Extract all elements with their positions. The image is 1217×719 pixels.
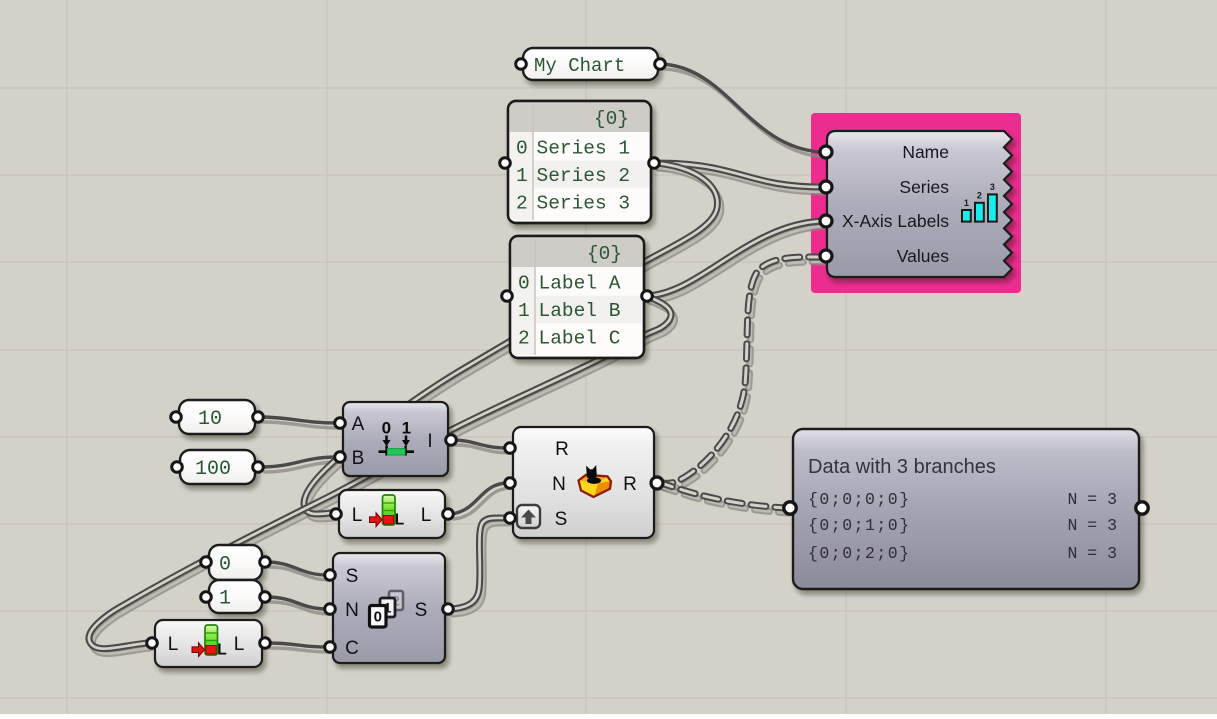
svg-text:0: 0: [382, 419, 391, 438]
svg-text:My Chart: My Chart: [534, 55, 625, 77]
svg-text:Data with 3 branches: Data with 3 branches: [808, 456, 996, 478]
svg-text:2: 2: [977, 191, 982, 201]
svg-text:1: 1: [384, 600, 392, 616]
svg-text:S: S: [346, 566, 359, 587]
svg-text:1: 1: [518, 300, 530, 322]
svg-text:Series 2: Series 2: [537, 165, 631, 187]
svg-text:L: L: [395, 512, 404, 529]
svg-text:L: L: [217, 642, 226, 659]
svg-text:Label A: Label A: [539, 272, 621, 294]
svg-text:2: 2: [516, 193, 528, 215]
svg-text:{0}: {0}: [594, 108, 629, 130]
svg-text:Label B: Label B: [539, 300, 621, 322]
svg-text:3: 3: [990, 182, 995, 192]
svg-text:Series 3: Series 3: [537, 193, 631, 215]
svg-text:{0;0;1;0}: {0;0;1;0}: [808, 516, 911, 535]
svg-text:1: 1: [516, 165, 528, 187]
svg-text:L: L: [352, 505, 363, 526]
svg-text:A: A: [352, 414, 365, 435]
svg-text:100: 100: [195, 458, 231, 481]
svg-text:I: I: [427, 431, 432, 452]
svg-text:N = 3: N = 3: [1067, 516, 1117, 535]
svg-text:{0;0;0;0}: {0;0;0;0}: [808, 490, 911, 509]
svg-text:Series 1: Series 1: [537, 137, 631, 159]
svg-text:N = 3: N = 3: [1067, 490, 1117, 509]
svg-text:2: 2: [518, 328, 530, 350]
svg-text:B: B: [352, 448, 365, 469]
svg-text:L: L: [421, 505, 432, 526]
svg-text:0: 0: [518, 272, 530, 294]
svg-text:S: S: [415, 600, 428, 621]
svg-text:0: 0: [219, 554, 231, 577]
svg-text:L: L: [168, 634, 179, 655]
svg-text:R: R: [555, 439, 569, 460]
svg-text:1: 1: [219, 588, 231, 611]
svg-text:{0}: {0}: [587, 243, 622, 265]
svg-text:C: C: [345, 638, 359, 659]
svg-text:S: S: [555, 509, 568, 530]
svg-text:0: 0: [516, 137, 528, 159]
svg-text:1: 1: [402, 419, 411, 438]
svg-text:{0;0;2;0}: {0;0;2;0}: [808, 544, 911, 563]
svg-text:Series: Series: [899, 177, 949, 197]
svg-text:Name: Name: [902, 142, 949, 162]
svg-text:N: N: [552, 474, 566, 495]
svg-text:Values: Values: [897, 246, 949, 266]
svg-text:0: 0: [374, 609, 382, 626]
svg-text:1: 1: [964, 198, 969, 208]
svg-text:10: 10: [198, 408, 222, 431]
svg-text:R: R: [623, 474, 637, 495]
svg-text:X-Axis Labels: X-Axis Labels: [842, 211, 949, 231]
svg-text:N: N: [345, 600, 359, 621]
svg-text:Label C: Label C: [539, 328, 621, 350]
svg-text:N = 3: N = 3: [1067, 544, 1117, 563]
svg-text:L: L: [234, 634, 245, 655]
